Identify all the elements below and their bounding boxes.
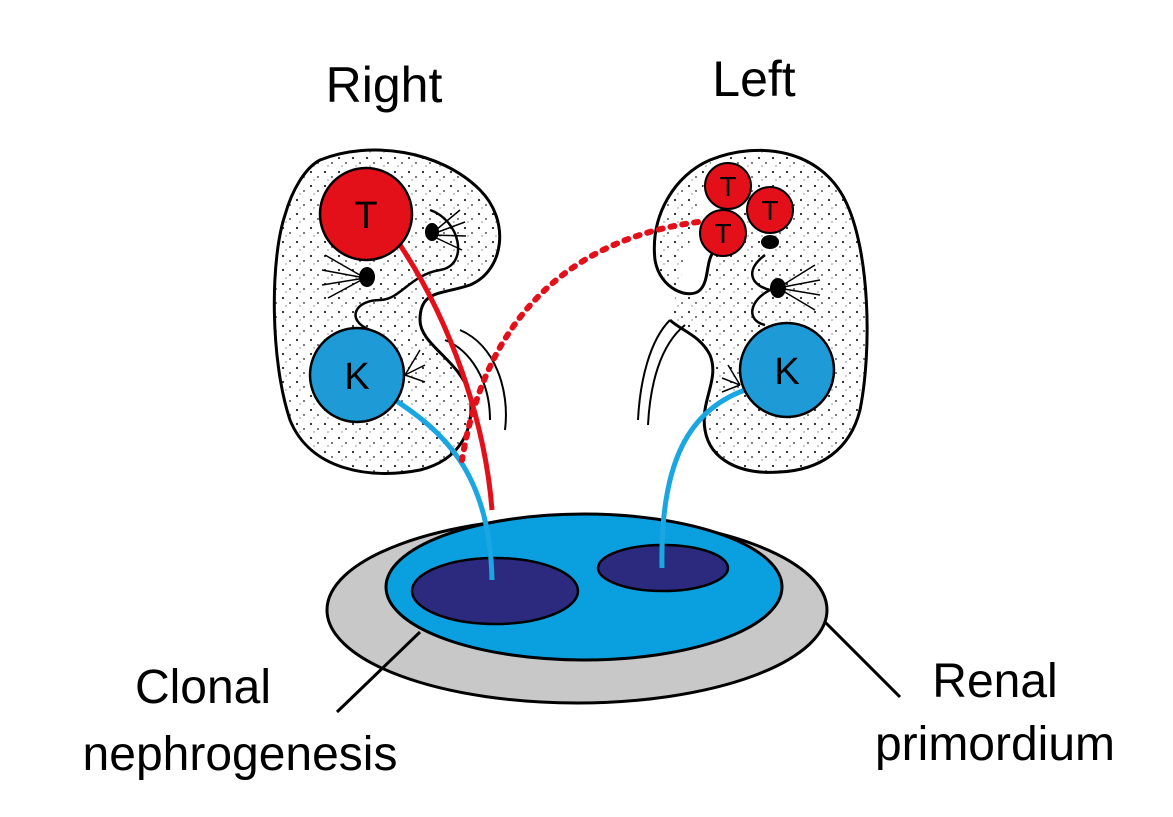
clonal-leader-line <box>335 630 422 714</box>
left-ureter-lines <box>637 319 686 426</box>
renal-primordium <box>325 512 829 705</box>
left-kidney-sinus <box>751 254 774 327</box>
left-kidney-lineage-line <box>659 387 746 569</box>
left-tumor-label-3: T <box>714 218 731 249</box>
clone-right <box>410 556 580 626</box>
left-tumor-node-3 <box>699 209 747 257</box>
right-kidney-node <box>308 326 406 424</box>
right-tumor-label: T <box>354 195 377 237</box>
right-kidney-label: K <box>344 356 369 398</box>
left-tumor-node-2 <box>746 186 794 234</box>
renal-label-line2: primordium <box>875 718 1115 771</box>
clonal-label-line2: nephrogenesis <box>83 728 398 781</box>
title-right: Right <box>326 57 443 113</box>
right-calyx-fans <box>321 209 467 383</box>
title-left: Left <box>712 51 796 107</box>
left-tumor-node-1 <box>704 162 752 210</box>
left-kidney-label: K <box>774 351 799 393</box>
renal-label-line1: Renal <box>932 655 1057 708</box>
clonal-label-line1: Clonal <box>135 661 271 714</box>
left-tumor-label-1: T <box>719 171 736 202</box>
right-tumor-node <box>318 166 414 262</box>
left-kidney-node <box>738 321 836 419</box>
renal-leader-line <box>823 620 902 699</box>
left-tumor-label-2: T <box>761 195 778 226</box>
right-tumor-lineage-line <box>397 243 495 511</box>
left-tumor-lineage-dotted-line <box>459 219 701 463</box>
